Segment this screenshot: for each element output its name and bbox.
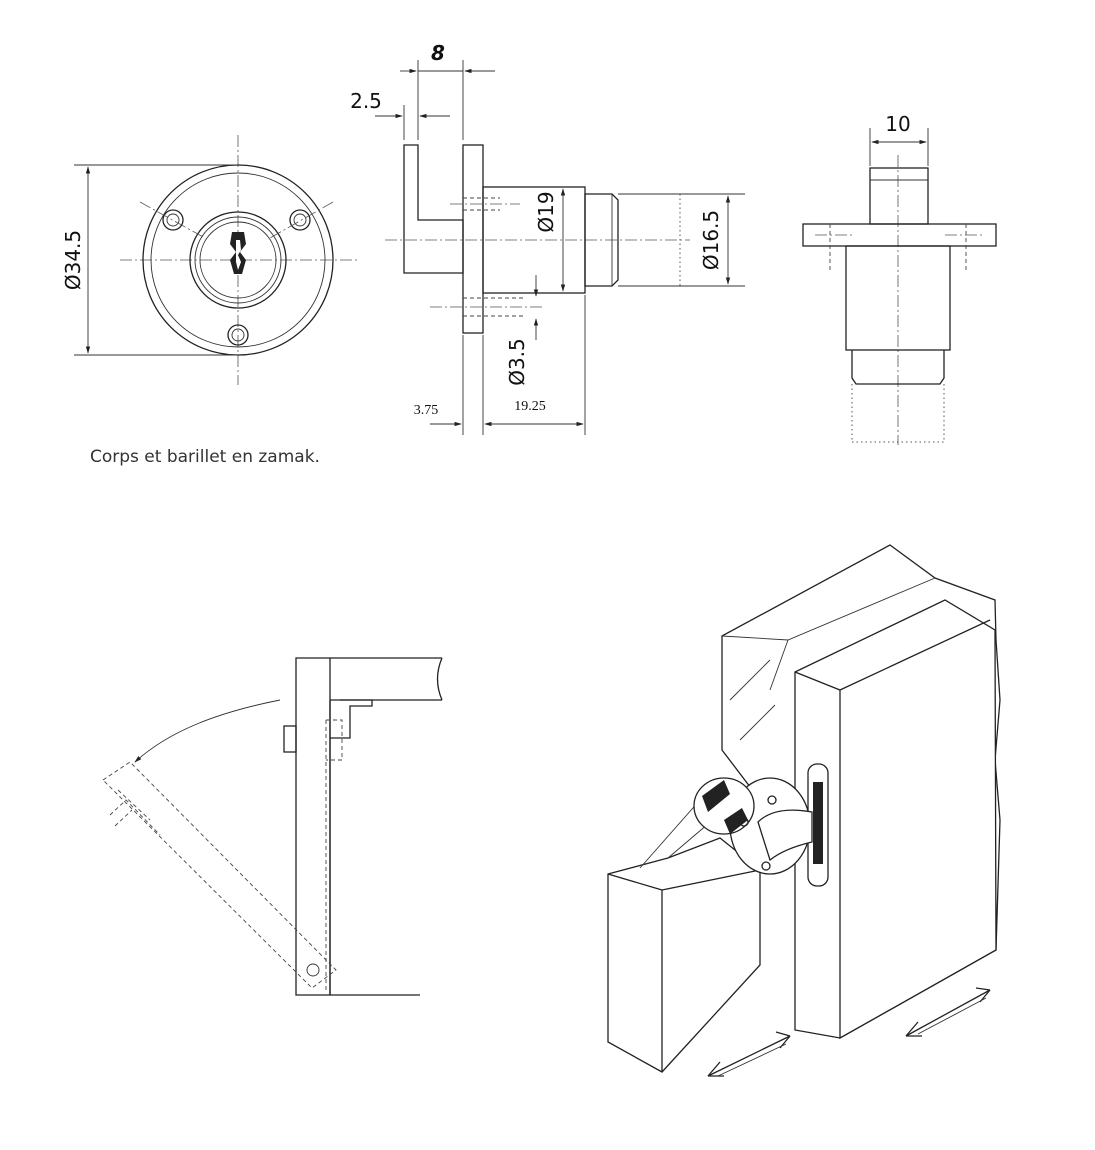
body-length-label: 19.25 (514, 399, 546, 414)
caption: Corps et barillet en zamak. (90, 447, 320, 467)
installation-section (102, 657, 443, 996)
body-diameter-label: Ø19 (534, 191, 558, 232)
end-view: 10 (802, 112, 997, 445)
movement-arrow-left (707, 1031, 791, 1077)
side-view: 8 2.5 Ø19 Ø16.5 Ø3.5 3.75 19.25 (350, 41, 745, 435)
keyhole-icon (230, 232, 246, 274)
flange-offset-label: 3.75 (414, 403, 439, 418)
tongue-thickness-label: 2.5 (350, 89, 382, 113)
front-diameter-label: Ø34.5 (61, 230, 85, 290)
perspective-illustration (607, 544, 1001, 1077)
movement-arrow-right (905, 987, 991, 1037)
screw-hole-label: Ø3.5 (505, 338, 529, 386)
front-view: Ø34.5 (61, 135, 360, 385)
bolt-diameter-label: Ø16.5 (699, 210, 723, 270)
bolt-width-label: 10 (885, 112, 910, 136)
top-width-label: 8 (431, 41, 445, 65)
